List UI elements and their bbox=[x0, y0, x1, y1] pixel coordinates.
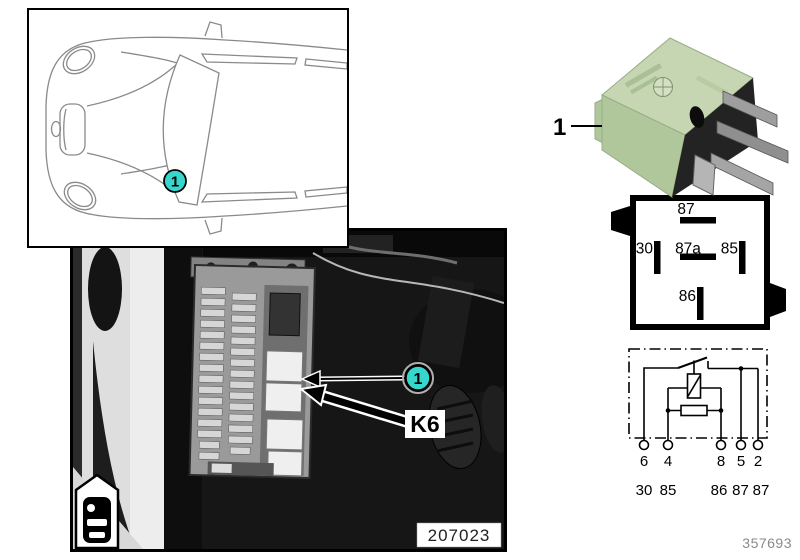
terminal-function: 87 bbox=[753, 482, 770, 499]
left-edge-trim bbox=[73, 231, 82, 549]
fuse-box bbox=[188, 256, 316, 480]
pin-slot-86 bbox=[697, 287, 704, 320]
photo-id-text: 207023 bbox=[428, 526, 491, 545]
pin-layout-panel: 87 30 87a 85 86 bbox=[611, 195, 786, 330]
headlight-left-outer bbox=[62, 45, 96, 75]
photo-id-plate: 207023 bbox=[416, 522, 502, 548]
terminal-number: 2 bbox=[754, 453, 762, 470]
circuit-schematic: 6 4 8 5 2 30 85 86 87 87 bbox=[628, 348, 770, 499]
location-hotspot-label: 1 bbox=[171, 174, 179, 191]
pin-slot-85 bbox=[739, 241, 746, 274]
hotspot-arrow-thin bbox=[300, 369, 406, 389]
roof-rail-bottom-2 bbox=[304, 186, 347, 198]
windshield bbox=[162, 54, 220, 206]
dark-relay bbox=[268, 292, 301, 337]
pin-slot-30 bbox=[654, 241, 661, 274]
relay-photo: 1 bbox=[553, 37, 789, 198]
fusebox-photo: K6 1 207023 bbox=[73, 231, 504, 549]
headlight-right-inner bbox=[67, 184, 93, 208]
coil-diagonal bbox=[686, 374, 702, 398]
relay-bracket bbox=[692, 154, 716, 196]
steering-column bbox=[417, 276, 475, 368]
relay-pin bbox=[716, 120, 789, 164]
fusebox-photo-panel: K6 1 207023 bbox=[70, 228, 507, 552]
terminal-number-row: 6 4 8 5 2 bbox=[640, 453, 762, 470]
grille-inner-line bbox=[63, 108, 67, 151]
wiring-loom bbox=[88, 247, 122, 331]
fuse-grid bbox=[197, 286, 257, 460]
car-mirror-bottom bbox=[204, 217, 223, 235]
relay-embossed-text bbox=[695, 75, 728, 96]
component-code-label: K6 bbox=[405, 410, 445, 438]
pin-layout-diagram: 87 30 87a 85 86 bbox=[611, 195, 786, 330]
terminal-function: 30 bbox=[636, 482, 653, 499]
car-topview-drawing: 1 bbox=[45, 21, 347, 235]
component-code-text: K6 bbox=[410, 411, 439, 437]
hood-crease-bottom bbox=[86, 152, 178, 195]
terminal-number: 8 bbox=[717, 453, 725, 470]
relay-pin bbox=[722, 90, 778, 128]
roundel-cross bbox=[654, 78, 672, 96]
wire-light bbox=[312, 252, 504, 304]
circuit-schematic-panel: 6 4 8 5 2 30 85 86 87 87 bbox=[625, 345, 785, 505]
pin-label-86: 86 bbox=[679, 288, 696, 305]
left-lug bbox=[611, 206, 630, 236]
pin-slot-87a bbox=[680, 253, 716, 260]
roof-rail-bottom-1 bbox=[200, 191, 298, 203]
hood-crease-top bbox=[86, 63, 178, 107]
pin-label-87a: 87a bbox=[675, 241, 701, 258]
car-location-panel: 1 bbox=[27, 8, 349, 248]
relay-callout-label: 1 bbox=[553, 114, 566, 141]
relay-embossed-text bbox=[624, 63, 662, 88]
pin-label-30: 30 bbox=[636, 241, 654, 258]
relay-pin bbox=[710, 152, 774, 196]
car-position-icon bbox=[74, 473, 120, 549]
terminal-circles bbox=[638, 439, 764, 451]
car-body-line bbox=[45, 36, 347, 220]
right-lug bbox=[770, 283, 786, 317]
relay-body bbox=[594, 37, 789, 198]
terminal-function: 86 bbox=[711, 482, 728, 499]
resistor-symbol bbox=[680, 404, 708, 417]
diagram-number: 357693 bbox=[742, 535, 792, 551]
pin-label-87: 87 bbox=[677, 201, 694, 218]
terminal-number: 5 bbox=[737, 453, 745, 470]
roof-rail-top-2 bbox=[304, 58, 347, 70]
photo-hotspot-label: 1 bbox=[414, 371, 423, 388]
badge bbox=[50, 120, 62, 138]
car-mirror-top bbox=[204, 21, 223, 39]
headlight-right-outer bbox=[63, 181, 97, 211]
wire-terminal6 bbox=[643, 367, 678, 441]
terminal-function: 85 bbox=[660, 482, 677, 499]
car-outline bbox=[45, 21, 347, 235]
white-panel-2 bbox=[130, 231, 164, 549]
photo-hotspot-1[interactable]: 1 bbox=[402, 362, 434, 394]
headlight-left-inner bbox=[66, 48, 92, 72]
bottom-label bbox=[211, 463, 232, 474]
pin-face-hole bbox=[689, 106, 705, 128]
terminal-function: 87 bbox=[732, 482, 749, 499]
pin-slot-87 bbox=[680, 217, 716, 224]
terminal-number: 6 bbox=[640, 453, 648, 470]
relay-callout[interactable]: 1 bbox=[553, 114, 602, 141]
pedals bbox=[428, 385, 504, 469]
terminal-function-row: 30 85 86 87 87 bbox=[636, 482, 770, 499]
terminal-number: 4 bbox=[664, 453, 672, 470]
location-hotspot-1[interactable]: 1 bbox=[163, 169, 187, 193]
junction-dots bbox=[665, 366, 744, 413]
circuit-wiring bbox=[643, 356, 759, 441]
relay-photo-panel: 1 bbox=[545, 25, 795, 201]
relay-embossed-text bbox=[630, 75, 658, 95]
pin-label-85: 85 bbox=[721, 241, 738, 258]
roof-rail-top-1 bbox=[200, 53, 298, 65]
relay-boundary-box bbox=[628, 348, 768, 439]
component-arrow-thick bbox=[298, 383, 413, 429]
switch-blade bbox=[677, 356, 708, 369]
